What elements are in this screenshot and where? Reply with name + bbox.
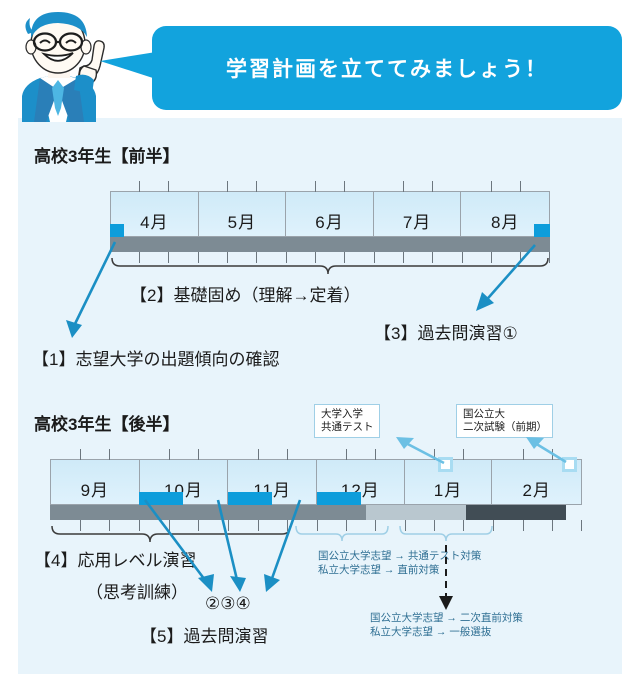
bar-segment-applied (50, 505, 366, 520)
teacher-pointing-icon (0, 4, 118, 122)
timeline-bar (50, 505, 582, 520)
annotation-step1: 【1】志望大学の出題傾向の確認 (32, 350, 280, 369)
timeline-bar (110, 237, 550, 252)
speech-bubble-text: 学習計画を立ててみましょう！ (226, 58, 548, 81)
bubble-tail-icon (100, 52, 156, 79)
bar-segment-basic (110, 237, 550, 252)
note-line2: 私立大学志望 → 直前対策 (318, 564, 440, 576)
month-cell: 2月 (522, 481, 551, 500)
note-line2: 私立大学志望 → 一般選抜 (370, 626, 492, 638)
timeline-marker-start (110, 224, 124, 237)
note-line1: 国公立大学志望 → 二次直前対策 (370, 612, 523, 624)
month-cell: 6月 (286, 192, 374, 236)
note-line1: 国公立大学志望 → 共通テスト対策 (318, 550, 482, 562)
month-cell: 7月 (374, 192, 462, 236)
month-cell: 4月 (111, 192, 199, 236)
month-cell: 9月 (51, 460, 140, 504)
annotation-circled-numbers: ②③④ (205, 594, 251, 613)
section-title-first-half: 高校3年生【前半】 (34, 147, 180, 166)
bar-segment-secondary (466, 505, 566, 520)
callout-line2: 二次試験（前期） (463, 421, 547, 433)
timeline-ticks-bottom (50, 520, 582, 531)
timeline-marker-secondary-exam (562, 457, 577, 472)
annotation-step4: 【4】応用レベル演習 (34, 551, 197, 570)
month-cell: 1月 (405, 460, 493, 504)
timeline-marker-common-test (438, 457, 453, 472)
timeline-ticks-top (50, 449, 582, 460)
note-common-test: 国公立大学志望 → 共通テスト対策 私立大学志望 → 直前対策 (318, 549, 481, 577)
callout-secondary-exam: 国公立大 二次試験（前期） (456, 404, 553, 438)
timeline-month-row: 9月 10月 11月 12月 1月 2月 (50, 459, 582, 505)
annotation-step3: 【3】過去問演習① (374, 324, 518, 343)
annotation-step2: 【2】基礎固め（理解→定着） (130, 286, 361, 305)
timeline-marker-end (534, 224, 550, 237)
callout-common-test: 大学入学 共通テスト (314, 404, 380, 438)
timeline-marker-nov (228, 492, 272, 505)
timeline-marker-oct (139, 492, 183, 505)
bar-segment-common-test (366, 505, 466, 520)
timeline-ticks-bottom (110, 252, 550, 263)
note-secondary-exam: 国公立大学志望 → 二次直前対策 私立大学志望 → 一般選抜 (370, 611, 523, 639)
speech-bubble: 学習計画を立ててみましょう！ (152, 26, 622, 110)
callout-line1: 大学入学 (321, 408, 363, 420)
timeline-ticks-top (110, 181, 550, 192)
bar-segment-tail (566, 505, 582, 520)
month-cell: 8月 (490, 213, 520, 232)
callout-line2: 共通テスト (321, 421, 374, 433)
section-title-second-half: 高校3年生【後半】 (34, 415, 180, 434)
callout-line1: 国公立大 (463, 408, 505, 420)
annotation-step5: 【5】過去問演習 (140, 627, 269, 646)
annotation-step4-sub: （思考訓練） (86, 583, 188, 602)
timeline-second-half: 9月 10月 11月 12月 1月 2月 (50, 449, 582, 531)
timeline-first-half: 4月 5月 6月 7月 8月 (110, 181, 550, 263)
timeline-marker-dec (317, 492, 361, 505)
month-cell: 5月 (199, 192, 287, 236)
timeline-month-row: 4月 5月 6月 7月 8月 (110, 191, 550, 237)
